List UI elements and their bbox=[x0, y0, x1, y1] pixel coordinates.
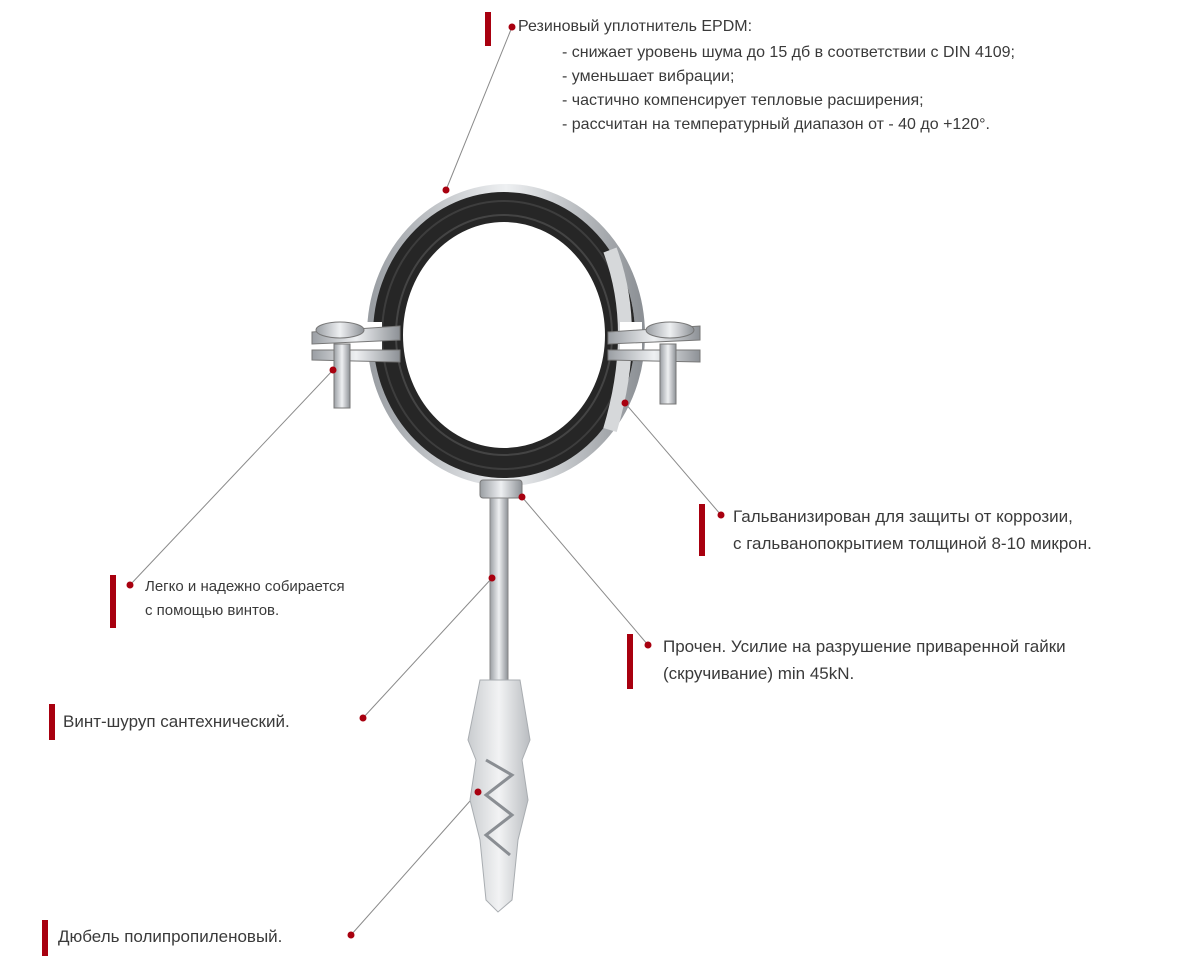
callout-marker bbox=[627, 634, 633, 689]
assembly-callout-line: Легко и надежно собирается bbox=[145, 578, 345, 595]
dowel bbox=[467, 679, 531, 913]
rubber-point: - частично компенсирует тепловые расшире… bbox=[562, 92, 924, 109]
callout-marker bbox=[485, 12, 491, 46]
callout-marker bbox=[49, 704, 55, 740]
callout-marker bbox=[42, 920, 48, 956]
dowel-callout: Дюбель полипропиленовый. bbox=[58, 927, 283, 946]
strength-callout-line: Прочен. Усилие на разрушение приваренной… bbox=[663, 637, 1066, 656]
rubber-point: - рассчитан на температурный диапазон от… bbox=[562, 116, 990, 133]
callout-marker bbox=[699, 504, 705, 556]
clamp-screws bbox=[311, 321, 701, 409]
threaded-rod bbox=[479, 479, 523, 689]
rubber-callout-title: Резиновый уплотнитель EPDM: bbox=[518, 18, 753, 35]
leader-lines bbox=[129, 26, 722, 936]
assembly-callout-line: с помощью винтов. bbox=[145, 602, 280, 619]
strength-callout-line: (скручивание) min 45kN. bbox=[663, 664, 855, 683]
callout-marker bbox=[110, 575, 116, 628]
callout-dots bbox=[126, 23, 725, 939]
rubber-point: - снижает уровень шума до 15 дб в соотве… bbox=[562, 44, 1015, 61]
clamp-ring bbox=[360, 184, 645, 486]
rubber-point: - уменьшает вибрации; bbox=[562, 68, 735, 85]
galvanized-callout-line: Гальванизирован для защиты от коррозии, bbox=[733, 507, 1073, 526]
screw-callout: Винт-шуруп сантехнический. bbox=[63, 712, 290, 731]
galvanized-callout-line: с гальванопокрытием толщиной 8-10 микрон… bbox=[733, 534, 1092, 553]
